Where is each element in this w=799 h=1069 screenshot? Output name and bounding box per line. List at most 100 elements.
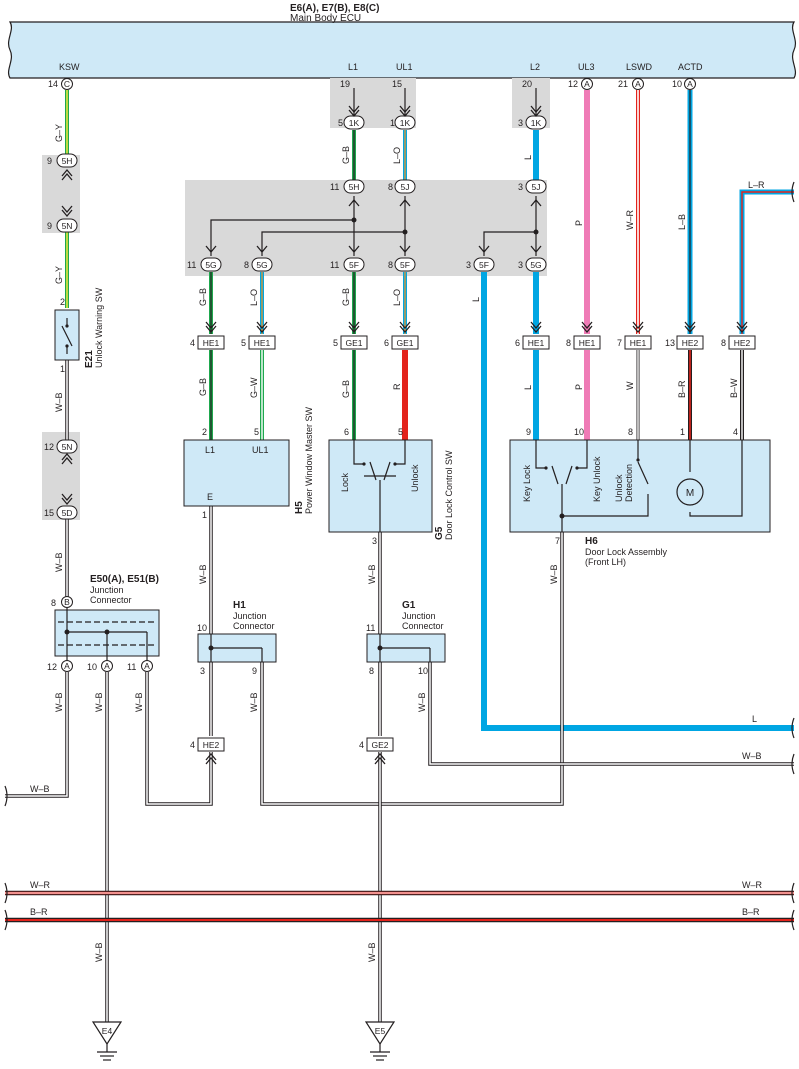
svg-text:W–B: W–B [198, 564, 208, 584]
ground-e4-icon: E4 [91, 1021, 123, 1061]
svg-text:E4: E4 [102, 1026, 113, 1036]
svg-text:5D: 5D [62, 508, 73, 518]
svg-text:W–B: W–B [367, 942, 377, 962]
svg-text:5G: 5G [205, 260, 216, 270]
svg-text:W–B: W–B [94, 692, 104, 712]
svg-text:5: 5 [333, 338, 338, 348]
svg-text:1: 1 [60, 364, 65, 374]
svg-text:11: 11 [330, 182, 339, 192]
svg-text:8: 8 [388, 260, 393, 270]
svg-text:1: 1 [390, 118, 395, 128]
svg-text:G–Y: G–Y [54, 266, 64, 284]
svg-text:12: 12 [44, 442, 54, 452]
svg-text:Door Lock Assembly: Door Lock Assembly [585, 547, 668, 557]
svg-text:11: 11 [187, 260, 196, 270]
svg-text:W–B: W–B [549, 564, 559, 584]
svg-text:9: 9 [47, 221, 52, 231]
svg-text:9: 9 [252, 666, 257, 676]
svg-text:R: R [392, 383, 402, 390]
svg-text:L1: L1 [205, 445, 215, 455]
svg-text:H1: H1 [233, 600, 246, 611]
svg-text:5G: 5G [530, 260, 541, 270]
svg-text:GE1: GE1 [396, 338, 413, 348]
svg-text:5: 5 [338, 118, 343, 128]
svg-text:B–R: B–R [30, 907, 48, 917]
svg-text:W: W [625, 381, 635, 390]
svg-text:1: 1 [680, 427, 685, 437]
svg-text:5N: 5N [62, 221, 73, 231]
svg-text:P: P [574, 384, 584, 390]
ecu-pins: 14 C 19 15 20 12 A 21 A 10 A [48, 78, 696, 90]
svg-text:L–O: L–O [249, 289, 259, 306]
svg-text:2: 2 [202, 427, 207, 437]
svg-text:5J: 5J [532, 182, 541, 192]
svg-text:15: 15 [44, 508, 54, 518]
svg-text:5: 5 [254, 427, 259, 437]
svg-text:3: 3 [200, 666, 205, 676]
svg-text:P: P [574, 220, 584, 226]
svg-text:1K: 1K [400, 118, 411, 128]
motor-icon: M [686, 488, 694, 499]
svg-text:UL1: UL1 [252, 445, 269, 455]
svg-text:W–B: W–B [54, 392, 64, 412]
svg-text:W–R: W–R [30, 880, 51, 890]
svg-text:L: L [752, 714, 757, 724]
svg-text:G–B: G–B [198, 288, 208, 306]
svg-text:7: 7 [617, 338, 622, 348]
ecu-connectors-label: E6(A), E7(B), E8(C) [290, 3, 379, 14]
svg-text:W–B: W–B [134, 692, 144, 712]
svg-text:11: 11 [366, 623, 375, 633]
ecu-terminal-ksw: KSW [59, 62, 80, 72]
svg-text:W–B: W–B [94, 942, 104, 962]
svg-text:GE2: GE2 [371, 740, 388, 750]
svg-text:L–O: L–O [392, 289, 402, 306]
svg-text:Connector: Connector [90, 595, 132, 605]
ecu-name: Main Body ECU [290, 13, 361, 24]
svg-text:H5: H5 [294, 501, 305, 514]
svg-text:E: E [207, 492, 213, 502]
g5-door-lock-control-switch: 6 5 Lock Unlock 3 G5 Door Lock Control S… [328, 427, 454, 546]
svg-text:G5: G5 [434, 526, 445, 540]
svg-text:G–B: G–B [198, 378, 208, 396]
ground-e5-icon: E5 [364, 1021, 396, 1061]
svg-text:5F: 5F [479, 260, 489, 270]
svg-text:5F: 5F [349, 260, 359, 270]
svg-text:W–B: W–B [54, 552, 64, 572]
svg-text:Unlock: Unlock [614, 474, 624, 502]
svg-text:4: 4 [359, 740, 364, 750]
svg-text:Unlock: Unlock [410, 464, 420, 492]
svg-text:2: 2 [60, 297, 65, 307]
svg-text:15: 15 [392, 79, 402, 89]
svg-text:3: 3 [518, 260, 523, 270]
svg-text:5G: 5G [256, 260, 267, 270]
svg-text:W–B: W–B [249, 692, 259, 712]
svg-text:G–B: G–B [341, 380, 351, 398]
svg-text:5H: 5H [349, 182, 360, 192]
svg-text:4: 4 [733, 427, 738, 437]
svg-text:HE1: HE1 [579, 338, 596, 348]
svg-text:(Front LH): (Front LH) [585, 557, 626, 567]
svg-text:A: A [104, 661, 110, 671]
g1-junction-connector: G1 Junction Connector 11 8 10 [366, 600, 446, 676]
svg-text:3: 3 [518, 182, 523, 192]
connector-chevrons [61, 105, 748, 765]
svg-text:Lock: Lock [340, 472, 350, 492]
svg-text:8: 8 [721, 338, 726, 348]
svg-text:5H: 5H [62, 156, 73, 166]
svg-text:13: 13 [665, 338, 675, 348]
svg-text:HE1: HE1 [630, 338, 647, 348]
svg-text:HE2: HE2 [203, 740, 220, 750]
svg-text:G–B: G–B [341, 288, 351, 306]
svg-text:G–B: G–B [341, 146, 351, 164]
svg-text:12: 12 [568, 79, 578, 89]
svg-text:A: A [144, 661, 150, 671]
svg-text:1K: 1K [349, 118, 360, 128]
ecu-terminal-ul1: UL1 [396, 62, 413, 72]
svg-text:Junction: Junction [233, 611, 267, 621]
svg-text:L–R: L–R [748, 180, 765, 190]
e50-e51-junction-connector: E50(A), E51(B) Junction Connector 8 B 12… [47, 574, 160, 672]
svg-text:A: A [687, 79, 693, 89]
wires [5, 88, 794, 1022]
svg-text:10: 10 [672, 79, 682, 89]
